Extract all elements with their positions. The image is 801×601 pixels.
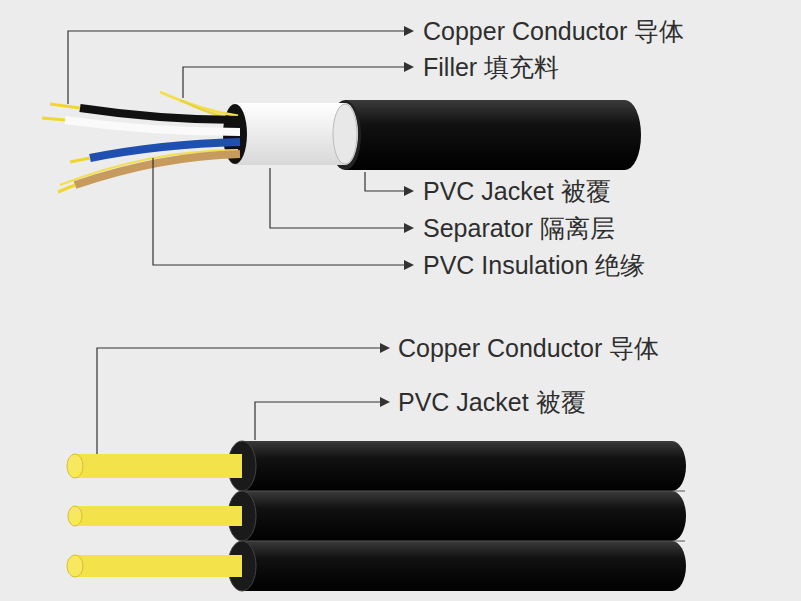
part-label: Copper Conductor 导体 [421, 16, 686, 46]
leader-lines [68, 31, 404, 455]
part-label: Copper Conductor 导体 [396, 333, 661, 363]
part-label: Separator 隔离层 [421, 213, 617, 243]
part-label: PVC Jacket 被覆 [396, 387, 588, 417]
part-label: PVC Jacket 被覆 [421, 176, 613, 206]
flat-cable [67, 441, 686, 591]
part-label: PVC Insulation 绝缘 [421, 250, 647, 280]
part-label: Filler 填充料 [421, 52, 561, 82]
